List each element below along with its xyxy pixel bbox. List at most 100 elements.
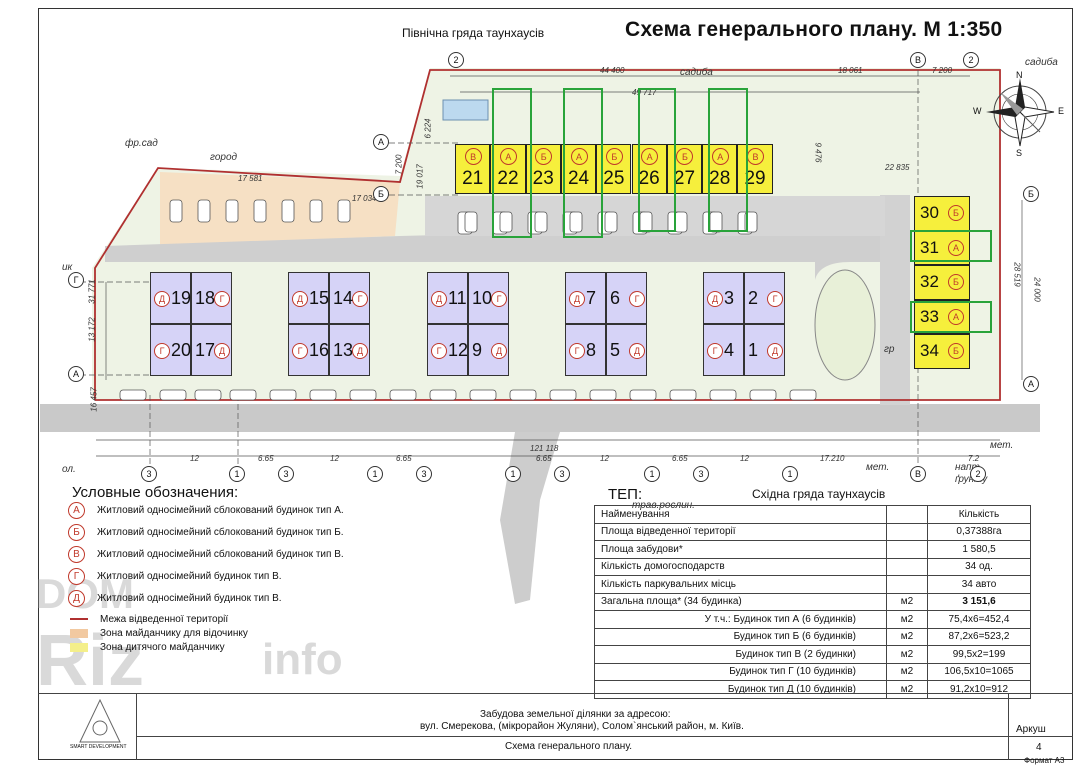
sadyba-label-right: садиба (1025, 57, 1058, 68)
drawing-frame (38, 8, 1073, 760)
legend-item-text: Житловий односімейний будинок тип В. (97, 592, 282, 604)
dim-16457: 16 457 (89, 387, 99, 412)
car (464, 211, 478, 233)
stamp-divider-right (1008, 693, 1009, 760)
house-number: 30 (920, 203, 939, 222)
house-type-badge: А (948, 239, 964, 256)
house-type-badge: А (499, 148, 517, 165)
legend-type-symbol: Г (68, 567, 85, 585)
house-number: 13 (333, 340, 354, 360)
bottom-dimension: 12 (600, 454, 609, 463)
house-type-badge: Г (707, 343, 723, 359)
legend-rest-zone: Зона майданчику для відочинку (68, 623, 248, 643)
type-a-highlight (638, 88, 676, 232)
dim-7200: 7 200 (932, 66, 953, 75)
type-a-highlight (492, 88, 532, 238)
bottom-dimension: 12 (330, 454, 339, 463)
bottom-dimension: 12 (190, 454, 199, 463)
axis-marker: 3 (141, 466, 157, 482)
page-title: Схема генерального плану. М 1:350 (625, 18, 1003, 41)
legend-kids-text: Зона дитячого майданчику (100, 641, 225, 653)
tep-name: Площа відведенної території (594, 522, 887, 541)
house-number: 6 (610, 288, 621, 308)
axis-marker: 1 (367, 466, 383, 482)
legend-type-symbol: Д (68, 589, 85, 607)
tep-head-name: Найменування (594, 505, 887, 524)
watermark-dom: DOM (36, 570, 134, 617)
stamp-drawing-name: Схема генерального плану. (505, 741, 633, 752)
tep-name: Будинок тип В (2 будинки) (594, 645, 887, 664)
house-number: 27 (673, 168, 696, 189)
tep-unit: м2 (886, 680, 928, 699)
tep-value: 106,5х10=1065 (927, 662, 1031, 681)
house-number: 14 (333, 288, 354, 308)
tep-head-qty: Кількість (927, 505, 1031, 524)
axis-marker: 2 (963, 52, 979, 68)
house-type-badge: А (641, 148, 659, 165)
watermark-info: info (262, 635, 343, 684)
rest-zone-swatch (70, 628, 88, 638)
tep-value: 87,2х6=523,2 (927, 627, 1031, 646)
dim-49717: 49 717 (632, 88, 657, 97)
dim-18061: 18 061 (838, 66, 863, 75)
car (309, 199, 323, 223)
house-type-badge: Б (948, 274, 964, 290)
car (429, 389, 457, 401)
smart-development-logo (79, 698, 121, 743)
tep-name: Будинок тип Д (10 будинків) (594, 680, 887, 699)
tep-name: Кількість паркувальних місць (594, 575, 887, 594)
car (253, 199, 267, 223)
axis-marker: 1 (505, 466, 521, 482)
tep-name: Площа забудови* (594, 540, 887, 559)
axis-marker: 3 (278, 466, 294, 482)
tep-head-unit (886, 505, 928, 524)
legend-item-text: Житловий односімейний сблокований будино… (97, 548, 344, 560)
watermark-riz: Riz (36, 621, 144, 701)
car (469, 389, 497, 401)
house-number: 4 (724, 340, 735, 360)
tep-unit: м2 (886, 627, 928, 646)
house-type-badge: Д (214, 343, 230, 359)
house-type-badge: А (570, 148, 588, 165)
tep-unit: м2 (886, 610, 928, 629)
car (669, 389, 697, 401)
house-number: 24 (567, 168, 590, 189)
tep-unit: м2 (886, 592, 928, 611)
house-number: 10 (472, 288, 493, 308)
compass-w: W (973, 106, 982, 116)
house-number: 2 (748, 288, 759, 308)
legend-type-symbol: А (68, 501, 85, 519)
legend-boundary: Межа відведенної території (68, 609, 228, 629)
axis-marker: 2 (448, 52, 464, 68)
car (789, 389, 817, 401)
house-type-badge: Д (707, 291, 723, 307)
tep-value: 34 од. (927, 557, 1031, 576)
orchard-label: фр.сад (125, 138, 158, 149)
axis-marker: 3 (693, 466, 709, 482)
car (337, 199, 351, 223)
car (499, 211, 513, 233)
house-number: 32 (920, 272, 939, 291)
car (604, 211, 618, 233)
car (639, 211, 653, 233)
dim-22835: 22 835 (885, 163, 910, 172)
house-number: 33 (920, 306, 939, 326)
garden-label: город (210, 152, 238, 163)
stamp-sheet-number: 4 (1036, 742, 1042, 753)
tep-name: У т.ч.: Будинок тип А (6 будинків) (594, 610, 887, 629)
house-type-badge: Г (569, 343, 585, 359)
